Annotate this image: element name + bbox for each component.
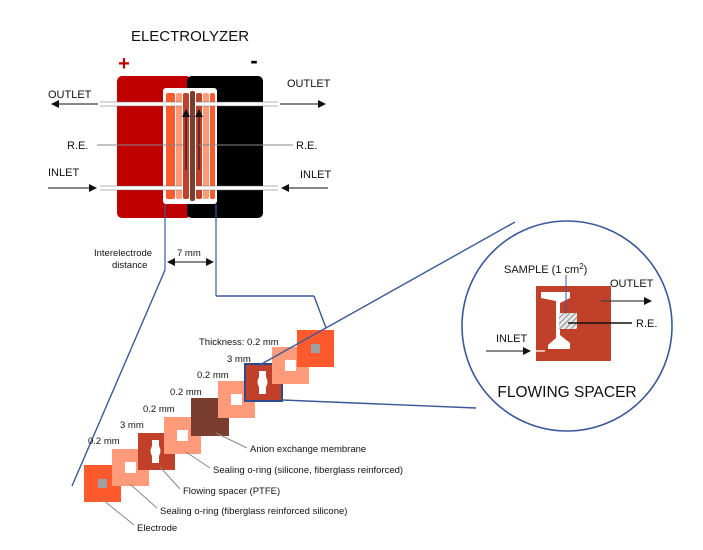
inset-outlet-label: OUTLET: [610, 278, 654, 290]
inset-zoom-line-top: [257, 221, 516, 367]
inset-flow-channel: [541, 292, 570, 349]
cell-electrode-left: [166, 93, 175, 199]
electrode-label: Electrode: [137, 523, 177, 534]
outlet-right-label: OUTLET: [287, 78, 331, 90]
inset-inlet-label: INLET: [496, 333, 527, 345]
anion-membrane-label: Anion exchange membrane: [250, 444, 366, 455]
thickness-02-d: 0.2 mm: [88, 436, 120, 447]
thickness-02-c: 0.2 mm: [143, 404, 175, 415]
minus-sign: -: [250, 48, 257, 73]
inlet-right-label: INLET: [300, 169, 331, 181]
outlet-pipe-right: [196, 102, 278, 106]
sealing-silicone-label: Sealing o-ring (silicone, fiberglass rei…: [213, 465, 403, 476]
distance-label-line2: distance: [112, 260, 147, 271]
inset-zoom-line-bottom: [281, 399, 477, 409]
inlet-left-label: INLET: [48, 167, 79, 179]
cell-oring-left: [176, 93, 182, 199]
inset-sample-label: SAMPLE (1 cm2): [504, 262, 587, 276]
thickness-02-b: 0.2 mm: [170, 387, 202, 398]
zoom-line-left: [71, 269, 166, 487]
thickness-label: Thickness: 0.2 mm: [199, 337, 279, 348]
plus-sign: +: [118, 53, 130, 75]
thickness-02-a: 0.2 mm: [197, 370, 229, 381]
re-right-label: R.E.: [296, 140, 317, 152]
distance-value: 7 mm: [177, 248, 201, 259]
outlet-left-label: OUTLET: [48, 89, 92, 101]
inset-sample-area: [559, 313, 577, 329]
cell-oring-right: [203, 93, 209, 199]
distance-label-line1: Interelectrode: [94, 248, 152, 259]
re-left-label: R.E.: [67, 140, 88, 152]
outlet-pipe-left: [100, 102, 182, 106]
flowing-spacer-inset: [461, 220, 673, 432]
cell-electrode-right: [210, 93, 215, 199]
inset-caption: FLOWING SPACER: [497, 384, 636, 401]
inset-re-label: R.E.: [636, 318, 657, 330]
flowing-spacer-label: Flowing spacer (PTFE): [183, 486, 280, 497]
electrolyzer-body: [97, 76, 293, 218]
inlet-pipe-right: [196, 186, 278, 190]
cell-membrane: [190, 91, 195, 201]
electrolyzer-title: ELECTROLYZER: [131, 28, 249, 45]
exploded-layer-stack: [84, 330, 334, 502]
thickness-3mm-bottom: 3 mm: [120, 420, 144, 431]
inlet-pipe-left: [100, 186, 182, 190]
sealing-fiberglass-label: Sealing o-ring (fiberglass reinforced si…: [160, 506, 347, 517]
thickness-3mm-top: 3 mm: [227, 354, 251, 365]
zoom-line-right: [313, 295, 327, 329]
